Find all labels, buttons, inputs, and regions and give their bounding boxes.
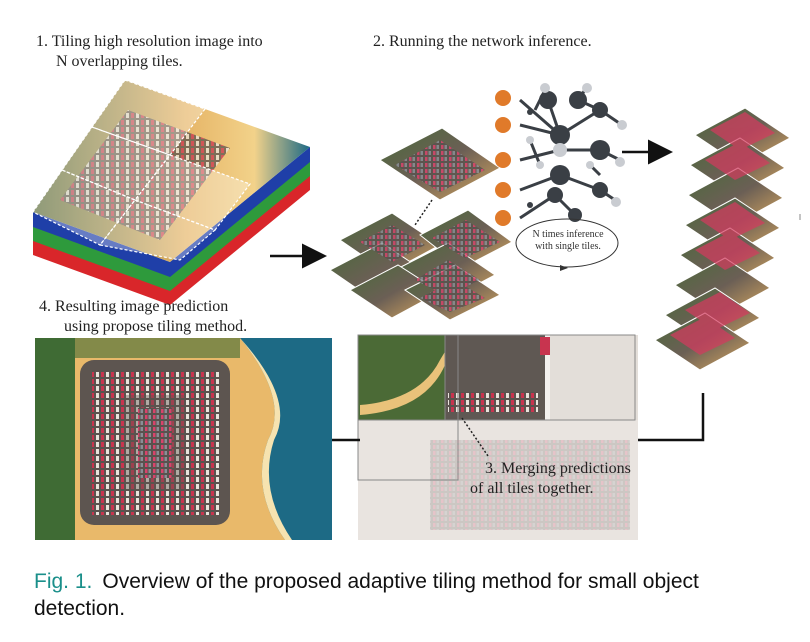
channel-red-layer [33, 175, 310, 305]
result-image [35, 338, 332, 540]
step4-title-line1: 4. Resulting image prediction [39, 298, 229, 315]
tile-grid [32, 79, 251, 261]
figure-caption-text: Overview of the proposed adaptive tiling… [34, 570, 699, 620]
figure-label: Fig. 1. [34, 570, 93, 593]
step4-title-line2: using propose tiling method. [64, 318, 248, 335]
network-nodes [495, 83, 627, 226]
step1-title-line1: 1. Tiling high resolution image into [36, 33, 263, 50]
inference-loop-label-line2: with single tiles. [535, 241, 601, 252]
step3-title-line2: of all tiles together. [470, 480, 594, 497]
input-image-block [32, 79, 310, 305]
channel-blue-layer [33, 147, 310, 277]
step1-title-line2: N overlapping tiles. [56, 53, 183, 70]
step3-title-line1: 3. Merging predictions [485, 460, 631, 477]
predicted-box-highlights [670, 112, 775, 355]
channel-green-layer [33, 161, 310, 291]
merged-tiles-panel [357, 334, 638, 540]
step2-title: 2. Running the network inference. [373, 33, 592, 50]
inference-loop-label-line1: N times inference [532, 229, 604, 240]
figure-caption: Fig. 1.Overview of the proposed adaptive… [34, 568, 794, 622]
tile-stack [329, 127, 513, 321]
loop-arrow-icon [560, 265, 568, 271]
inference-loop-ellipse [515, 218, 619, 268]
